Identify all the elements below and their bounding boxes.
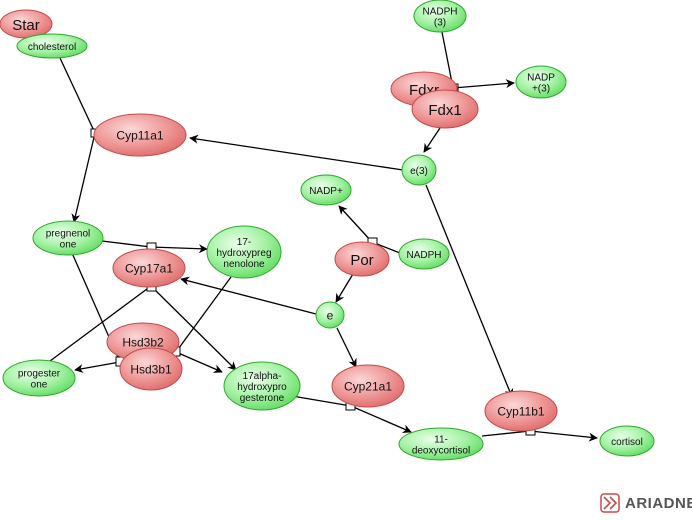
node-label: e(3)	[410, 166, 428, 177]
node-e[interactable]: e	[315, 301, 345, 329]
node-shape[interactable]	[401, 154, 437, 186]
node-label: 17-	[237, 237, 251, 248]
edge-hydroxypregnenolone-hsd3b1	[175, 276, 232, 353]
edge-cyp11b1-rxn-cortisol	[529, 430, 598, 442]
node-label: Hsd3b2	[122, 336, 164, 350]
node-cyp21a1[interactable]: Cyp21a1	[331, 364, 405, 408]
node-shape[interactable]	[484, 390, 558, 432]
node-label: Cyp17a1	[125, 262, 173, 276]
node-label: 11-	[434, 434, 448, 445]
node-shape[interactable]	[16, 33, 88, 59]
node-shape[interactable]	[2, 359, 76, 397]
node-shape[interactable]	[223, 361, 301, 411]
node-e3[interactable]: e(3)	[401, 154, 437, 186]
edge-hydroxyprogesterone-cyp21a1-rxn	[291, 395, 352, 407]
edge-fdx1-e3	[423, 127, 441, 153]
node-label: cortisol	[611, 437, 643, 448]
edge-por-e	[335, 273, 354, 303]
node-label: Cyp11a1	[116, 129, 163, 143]
node-label: NADPH	[406, 250, 441, 261]
node-nadph[interactable]: NADPH	[398, 238, 450, 270]
node-shape[interactable]	[119, 347, 183, 391]
ariadne-logo: ARIADNE	[600, 493, 692, 513]
node-label: Fdx1	[428, 102, 461, 119]
edge-cholesterol-cyp11a1	[59, 57, 96, 134]
node-label: deoxycortisol	[412, 445, 470, 456]
node-cortisol[interactable]: cortisol	[599, 425, 655, 457]
edge-e-cyp17a1	[180, 276, 317, 315]
node-label: +(3)	[532, 83, 550, 94]
edge-e-cyp21a1	[336, 327, 357, 368]
node-label: gesterone	[240, 393, 285, 404]
node-nadpplus[interactable]: NADP+	[300, 174, 352, 206]
edge-cyp17a1-progesterone	[45, 285, 152, 365]
node-label: 17alpha-	[243, 371, 282, 382]
node-shape[interactable]	[331, 364, 405, 408]
node-por[interactable]: Por	[334, 241, 390, 277]
node-label: NADP+	[309, 186, 343, 197]
node-shape[interactable]	[411, 89, 479, 129]
node-cyp17a1[interactable]: Cyp17a1	[112, 248, 186, 288]
node-star[interactable]: Star	[0, 9, 53, 39]
edge-cyp11a1-pregnenolone	[71, 132, 96, 223]
edge-cyp21a1-rxn-deoxycortisol	[350, 405, 412, 433]
node-label: Por	[350, 252, 373, 269]
node-shape[interactable]	[515, 65, 567, 99]
node-label: one	[60, 239, 77, 250]
node-shape[interactable]	[315, 301, 345, 329]
node-shape[interactable]	[398, 238, 450, 270]
edge-nadph3-fdxr	[441, 31, 454, 89]
node-label: Star	[12, 17, 40, 34]
node-shape[interactable]	[398, 427, 484, 461]
edge-hsd3b1-hydroxyprogesterone	[175, 351, 223, 373]
node-label: Cyp21a1	[344, 380, 392, 394]
edge-por-nadpplus	[338, 205, 373, 243]
node-cyp11a1[interactable]: Cyp11a1	[93, 113, 187, 157]
node-label: cholesterol	[28, 42, 76, 53]
node-shape[interactable]	[599, 425, 655, 457]
edge-e3-cyp11a1	[189, 134, 404, 171]
node-label: progester	[18, 368, 61, 379]
node-label: one	[31, 379, 48, 390]
node-label: (3)	[434, 17, 446, 28]
node-label: NADP	[527, 72, 555, 83]
node-shape[interactable]	[206, 225, 282, 279]
node-label: e	[327, 309, 334, 323]
node-shape[interactable]	[413, 0, 467, 33]
node-label: NADPH	[422, 6, 457, 17]
edge-pregnenolone-cyp17a1-rxn	[101, 240, 152, 248]
edge-e3-cyp11b1	[425, 184, 514, 398]
node-hsd3b1[interactable]: Hsd3b1	[119, 347, 183, 391]
node-label: Cyp11b1	[497, 405, 544, 419]
edge-cyp17a1-rxn-hydroxypregnenolone	[150, 244, 208, 254]
node-deoxycortisol[interactable]: 11-deoxycortisol	[398, 427, 484, 461]
node-cyp11b1[interactable]: Cyp11b1	[484, 390, 558, 432]
node-nadp3[interactable]: NADP+(3)	[515, 65, 567, 99]
node-shape[interactable]	[300, 174, 352, 206]
node-fdx1[interactable]: Fdx1	[411, 89, 479, 129]
node-shape[interactable]	[334, 241, 390, 277]
node-nadph3[interactable]: NADPH(3)	[413, 0, 467, 33]
ariadne-logo-text: ARIADNE	[625, 494, 692, 512]
node-label: hydroxypreg	[216, 248, 271, 259]
node-shape[interactable]	[112, 248, 186, 288]
node-label: hydroxypro	[237, 382, 287, 393]
node-cholesterol[interactable]: cholesterol	[16, 33, 88, 59]
edge-fdxr-nadp3	[452, 79, 515, 89]
node-label: pregnenol	[46, 228, 90, 239]
edges	[45, 31, 598, 442]
edge-hsd3b-progesterone	[74, 361, 121, 374]
ariadne-logo-icon	[600, 493, 620, 513]
node-label: nenolone	[223, 259, 265, 270]
node-shape[interactable]	[32, 220, 104, 256]
edge-deoxycortisol-cyp11b1-rxn	[481, 430, 531, 437]
node-label: Hsd3b1	[130, 363, 172, 377]
node-shape[interactable]	[93, 113, 187, 157]
